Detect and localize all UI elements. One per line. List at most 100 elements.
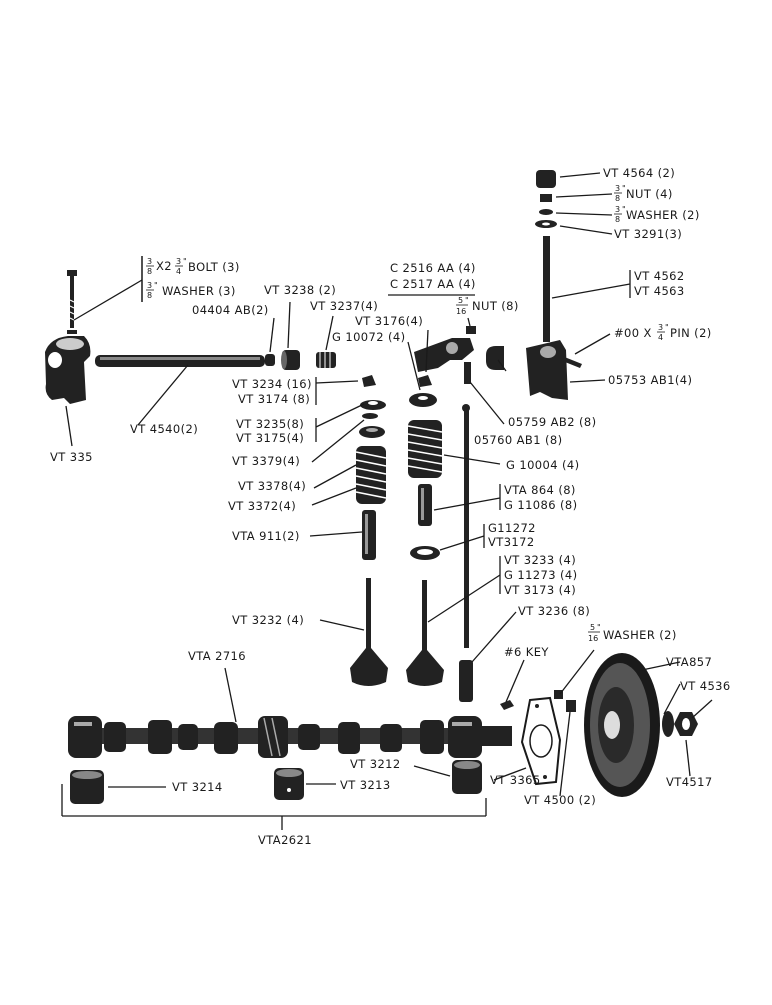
label-nut4: NUT (4) xyxy=(626,187,673,201)
label-vt4536: VT 4536 xyxy=(680,679,731,693)
washer-top xyxy=(539,209,553,215)
label-washer-mid: WASHER (2) xyxy=(603,628,677,642)
label-vt4564: VT 4564 (2) xyxy=(603,166,675,180)
svg-text:3: 3 xyxy=(615,184,620,193)
svg-text:8: 8 xyxy=(615,215,620,224)
label-05760: 05760 AB1 (8) xyxy=(474,433,562,447)
label-vt3174: VT 3174 (8) xyxy=(238,392,310,406)
label-vt3234: VT 3234 (16) xyxy=(232,377,312,391)
svg-text:": " xyxy=(154,281,158,290)
valve-keys-vt3234 xyxy=(362,375,376,387)
svg-text:": " xyxy=(465,296,469,305)
label-vt4563: VT 4563 xyxy=(634,284,685,298)
label-vta2716: VTA 2716 xyxy=(188,649,246,663)
label-bolt: BOLT (3) xyxy=(188,260,240,274)
svg-text:3: 3 xyxy=(176,257,181,266)
spacer-vt3238 xyxy=(281,350,300,370)
label-vt3233: VT 3233 (4) xyxy=(504,553,576,567)
svg-text:16: 16 xyxy=(588,634,598,643)
stud-vt4562 xyxy=(543,236,550,342)
svg-text:8: 8 xyxy=(147,291,152,300)
valve-guide-vta864 xyxy=(418,484,432,526)
label-vta911: VTA 911(2) xyxy=(232,529,300,543)
bearing-vt3213 xyxy=(274,768,304,800)
label-vt3232: VT 3232 (4) xyxy=(232,613,304,627)
svg-text:X2: X2 xyxy=(156,259,172,273)
svg-text:5: 5 xyxy=(458,296,463,305)
leader-lines xyxy=(61,172,713,830)
bearing-vt3212 xyxy=(452,760,482,794)
label-g10072: G 10072 (4) xyxy=(332,330,406,344)
bearing-vt3214 xyxy=(70,770,104,804)
valve-vt3233 xyxy=(406,580,444,686)
spring-vt3237 xyxy=(316,352,336,368)
label-c2517: C 2517 AA (4) xyxy=(390,277,476,291)
label-vta864: VTA 864 (8) xyxy=(504,483,576,497)
label-g11086: G 11086 (8) xyxy=(504,498,578,512)
label-washer-top: WASHER (2) xyxy=(626,208,700,222)
pin xyxy=(560,356,582,368)
label-vt3176: VT 3176(4) xyxy=(355,314,423,328)
svg-text:": " xyxy=(665,323,669,332)
svg-text:3: 3 xyxy=(615,205,620,214)
label-vta2621: VTA2621 xyxy=(258,833,312,847)
tappet-05759 xyxy=(486,346,504,370)
label-washer3: WASHER (3) xyxy=(162,284,236,298)
rotator-vt3379 xyxy=(359,426,385,438)
svg-text:4: 4 xyxy=(658,333,663,342)
label-vt3379: VT 3379(4) xyxy=(232,454,300,468)
label-vta857: VTA857 xyxy=(666,655,712,669)
shaft-plug-04404 xyxy=(265,354,275,366)
label-vt3291: VT 3291(3) xyxy=(614,227,682,241)
label-vt3214: VT 3214 xyxy=(172,780,223,794)
push-rod xyxy=(462,404,470,648)
valve-spring-g10004 xyxy=(407,420,443,478)
svg-text:": " xyxy=(597,623,601,632)
label-vt3238: VT 3238 (2) xyxy=(264,283,336,297)
svg-text:8: 8 xyxy=(147,267,152,276)
label-g10004: G 10004 (4) xyxy=(506,458,580,472)
valve-seat-insert-g11272 xyxy=(410,546,440,560)
valve-spring-vt3378 xyxy=(355,446,387,504)
label-pin-suffix: PIN (2) xyxy=(670,326,712,340)
label-vt4517: VT4517 xyxy=(666,775,713,789)
label-c2516: C 2516 AA (4) xyxy=(390,261,476,275)
bolt-vt4500 xyxy=(554,690,576,712)
label-vt3378: VT 3378(4) xyxy=(238,479,306,493)
key xyxy=(500,700,514,710)
rocker-nut xyxy=(466,326,476,334)
spring-retainer-vt3235 xyxy=(360,400,386,419)
label-nut8: NUT (8) xyxy=(472,299,519,313)
label-vt3237: VT 3237(4) xyxy=(310,299,378,313)
rocker-bracket-05753 xyxy=(526,340,568,400)
rocker-shaft-support-vt335 xyxy=(45,336,91,404)
label-vt3213: VT 3213 xyxy=(340,778,391,792)
label-vt3236: VT 3236 (8) xyxy=(518,604,590,618)
gear-washer-vt4536 xyxy=(662,711,674,737)
label-vt4540: VT 4540(2) xyxy=(130,422,198,436)
label-vt3175: VT 3175(4) xyxy=(236,431,304,445)
label-vt3235: VT 3235(8) xyxy=(236,417,304,431)
label-key: #6 KEY xyxy=(504,645,549,659)
valve-keys-right xyxy=(418,375,432,387)
label-05753: 05753 AB1(4) xyxy=(608,373,692,387)
labels: VT 4564 (2) 3 8 " NUT (4) 3 8 " WASHER (… xyxy=(50,166,731,847)
label-vt335: VT 335 xyxy=(50,450,93,464)
rocker-shaft-vt4540 xyxy=(95,355,265,367)
nut-three-eighths xyxy=(540,194,552,202)
label-vt3173: VT 3173 (4) xyxy=(504,583,576,597)
label-pin-prefix: #00 X xyxy=(614,326,652,340)
svg-text:3: 3 xyxy=(658,323,663,332)
cap-vt4564 xyxy=(536,170,556,188)
support-bolt xyxy=(67,270,77,334)
label-vt3372: VT 3372(4) xyxy=(228,499,296,513)
label-vt4562: VT 4562 xyxy=(634,269,685,283)
svg-text:8: 8 xyxy=(615,194,620,203)
rocker-arm-c2516 xyxy=(414,338,474,372)
washer-vt3291 xyxy=(535,220,557,228)
label-g11272: G11272 xyxy=(488,521,536,535)
camshaft-vta2716 xyxy=(68,716,512,758)
svg-text:": " xyxy=(183,257,187,266)
